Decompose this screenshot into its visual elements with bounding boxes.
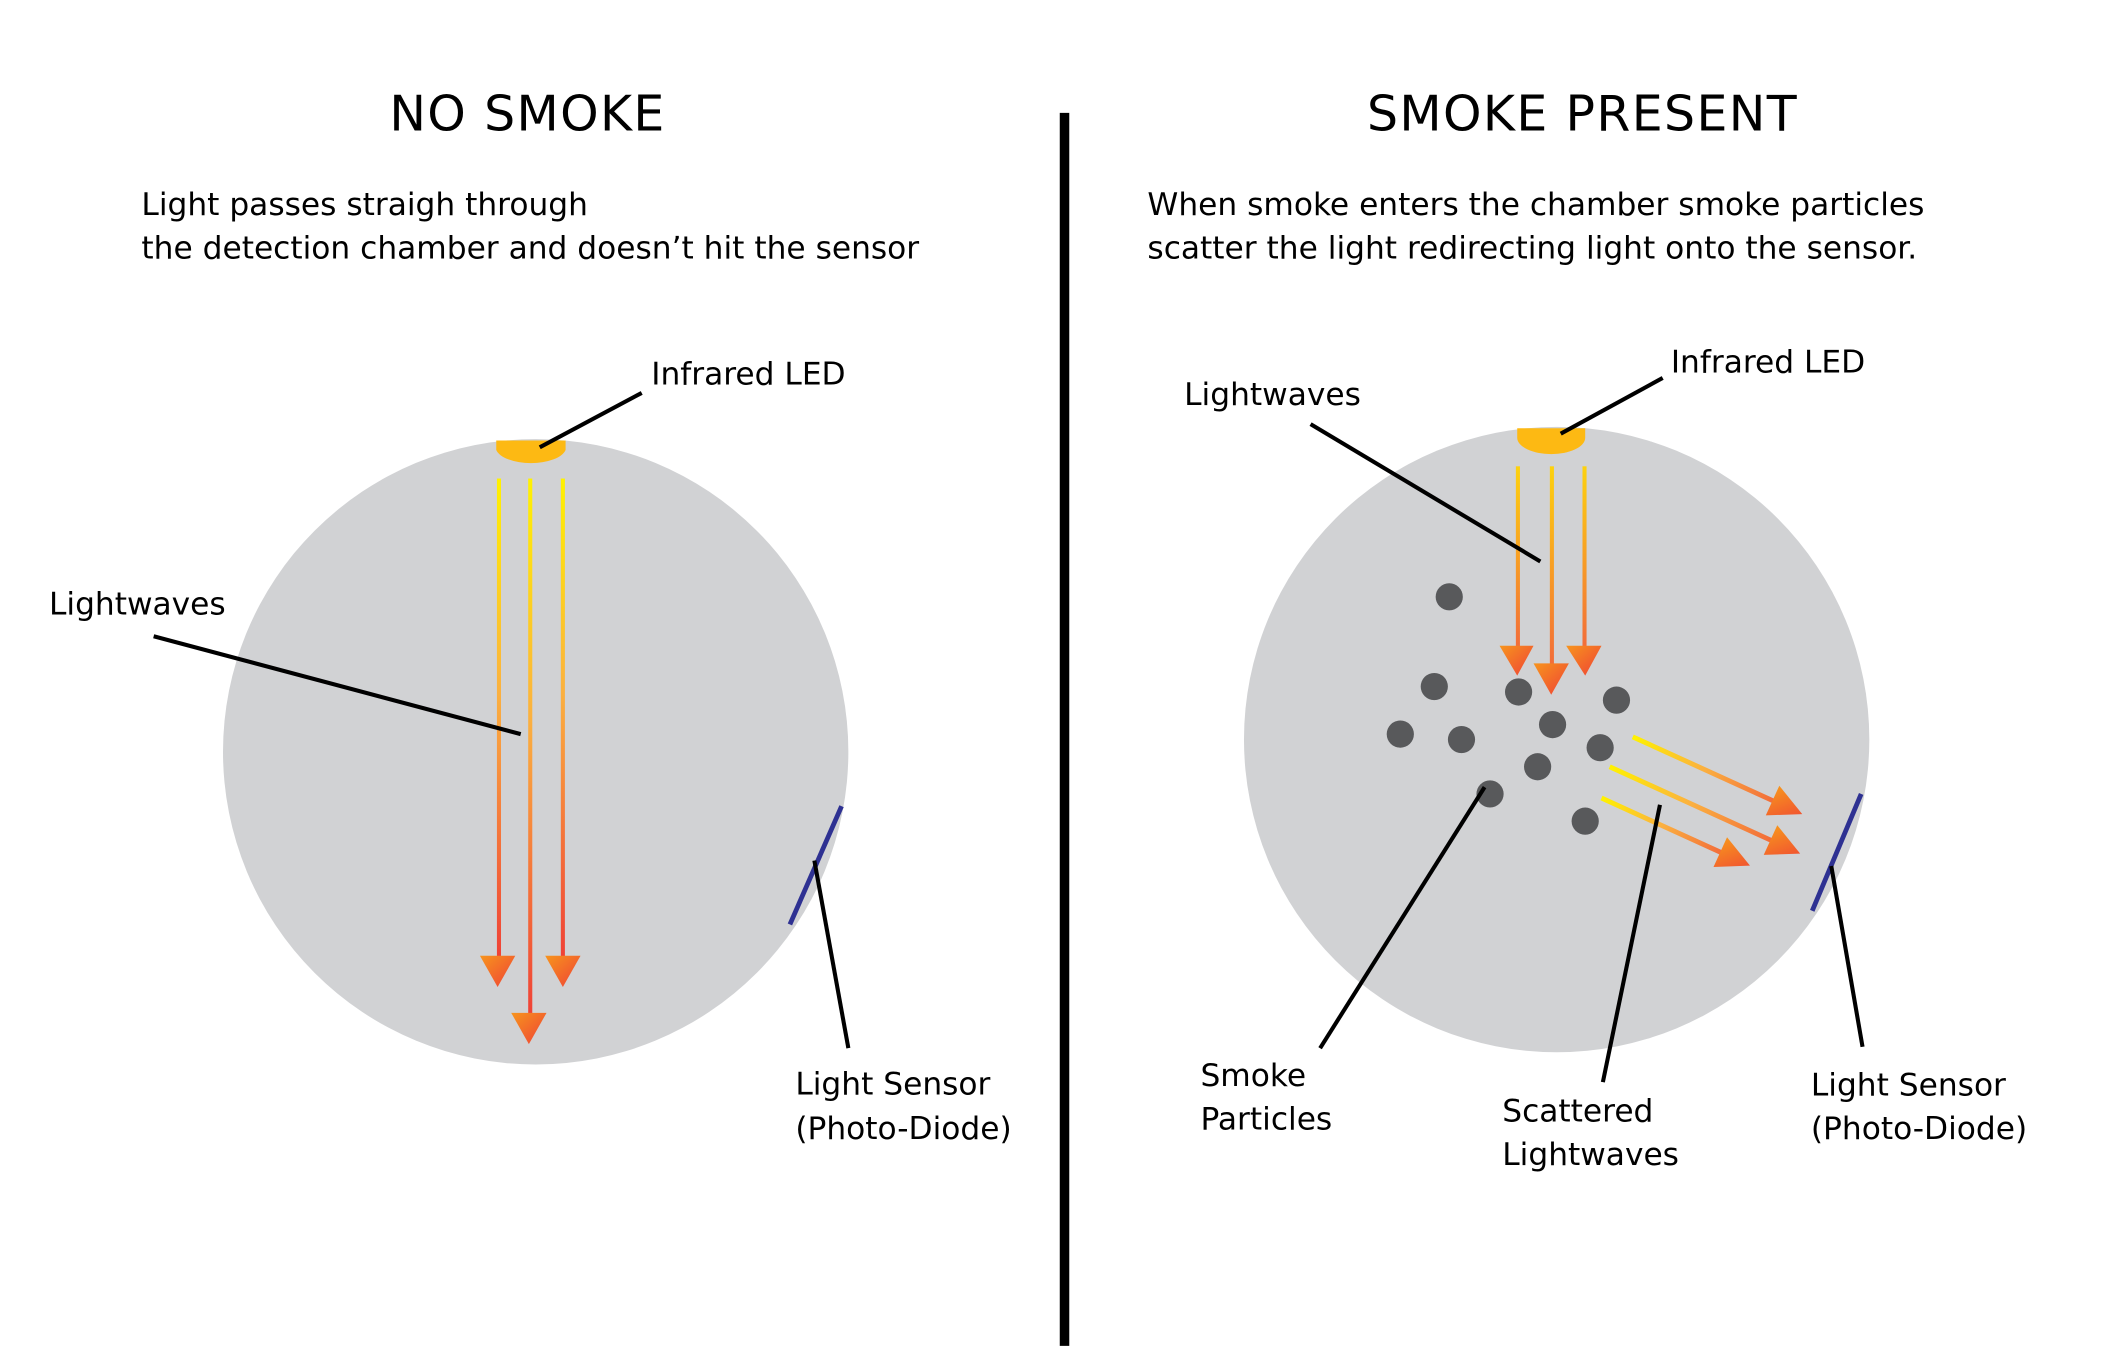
right-lightwaves-label: Lightwaves [1184, 377, 1361, 413]
smoke-particle [1538, 711, 1567, 739]
right-panel: SMOKE PRESENT When smoke enters the cham… [1147, 86, 2027, 1174]
right-scattered-label-line-1: Scattered [1502, 1094, 1653, 1130]
beam-center [528, 478, 533, 1017]
scattered-beam [1631, 734, 1803, 816]
smoke-particle [1571, 807, 1599, 835]
right-title: SMOKE PRESENT [1367, 86, 1798, 143]
right-particles-label-line-1: Smoke [1200, 1058, 1306, 1094]
beam-arrowhead [1763, 825, 1801, 855]
beam-right [560, 478, 565, 959]
detection-chamber [1243, 426, 1870, 1053]
smoke-particle [1524, 753, 1552, 781]
beam-arrowhead [1765, 785, 1803, 816]
led-leader-line [1559, 376, 1664, 436]
smoke-particle [1586, 734, 1614, 762]
beam-right-arrowhead [1566, 645, 1602, 676]
smoke-particle [1435, 583, 1463, 611]
right-sensor-label-line-1: Light Sensor [1811, 1068, 2006, 1104]
particles-leader-line [1318, 786, 1487, 1050]
beam-left [496, 478, 502, 959]
right-led-label: Infrared LED [1671, 344, 1865, 380]
beam-shaft [1600, 795, 1724, 856]
beam-left-arrowhead [1499, 645, 1534, 676]
beam-left [1515, 466, 1520, 650]
left-sensor-label-line-1: Light Sensor [795, 1066, 990, 1102]
right-sensor-label-line-2: (Photo-Diode) [1811, 1111, 2027, 1147]
scattered-leader-line [1600, 804, 1662, 1083]
scattered-beam [1600, 795, 1750, 867]
beam-right-arrowhead [545, 955, 581, 987]
left-title: NO SMOKE [389, 86, 665, 143]
left-sensor-label-line-2: (Photo-Diode) [795, 1111, 1011, 1147]
scattered-beam [1608, 764, 1801, 855]
lightwaves-leader-line [153, 634, 522, 737]
smoke-particle [1504, 678, 1533, 706]
beam-shaft [1608, 764, 1774, 844]
right-particles-label-line-2: Particles [1200, 1102, 1332, 1138]
beam-center-arrowhead [511, 1012, 547, 1045]
left-panel: NO SMOKE Light passes straigh through th… [49, 86, 1012, 1148]
right-scattered-label-line-2: Lightwaves [1502, 1137, 1679, 1173]
beam-center-arrowhead [1533, 663, 1569, 695]
smoke-particle [1447, 725, 1476, 754]
left-description-line-2: the detection chamber and doesn’t hit th… [141, 230, 919, 266]
smoke-particles [1386, 583, 1631, 835]
beam-center [1549, 466, 1554, 668]
led-leader-line [538, 391, 643, 450]
smoke-particle [1386, 720, 1414, 748]
sensor-leader-line [812, 860, 851, 1049]
infrared-led-icon [1517, 428, 1586, 455]
scattered-beams [1600, 734, 1803, 867]
light-sensor-icon [1810, 793, 1864, 912]
sensor-leader-line [1829, 865, 1865, 1048]
left-led-label: Infrared LED [651, 357, 845, 393]
lightwave-beams [479, 478, 581, 1045]
beam-right [1582, 466, 1587, 650]
smoke-particle [1602, 686, 1631, 714]
infrared-led-icon [496, 440, 566, 464]
smoke-particle [1420, 672, 1448, 701]
lightwaves-leader-line [1309, 422, 1542, 564]
incoming-beams [1499, 466, 1602, 695]
detection-chamber [222, 439, 849, 1065]
beam-left-arrowhead [479, 955, 516, 987]
right-description-line-2: scatter the light redirecting light onto… [1147, 230, 1917, 266]
right-description-line-1: When smoke enters the chamber smoke part… [1147, 187, 1924, 223]
beam-arrowhead [1713, 837, 1750, 867]
left-lightwaves-label: Lightwaves [49, 586, 226, 622]
beam-shaft [1631, 734, 1777, 804]
left-description-line-1: Light passes straigh through [141, 187, 588, 223]
